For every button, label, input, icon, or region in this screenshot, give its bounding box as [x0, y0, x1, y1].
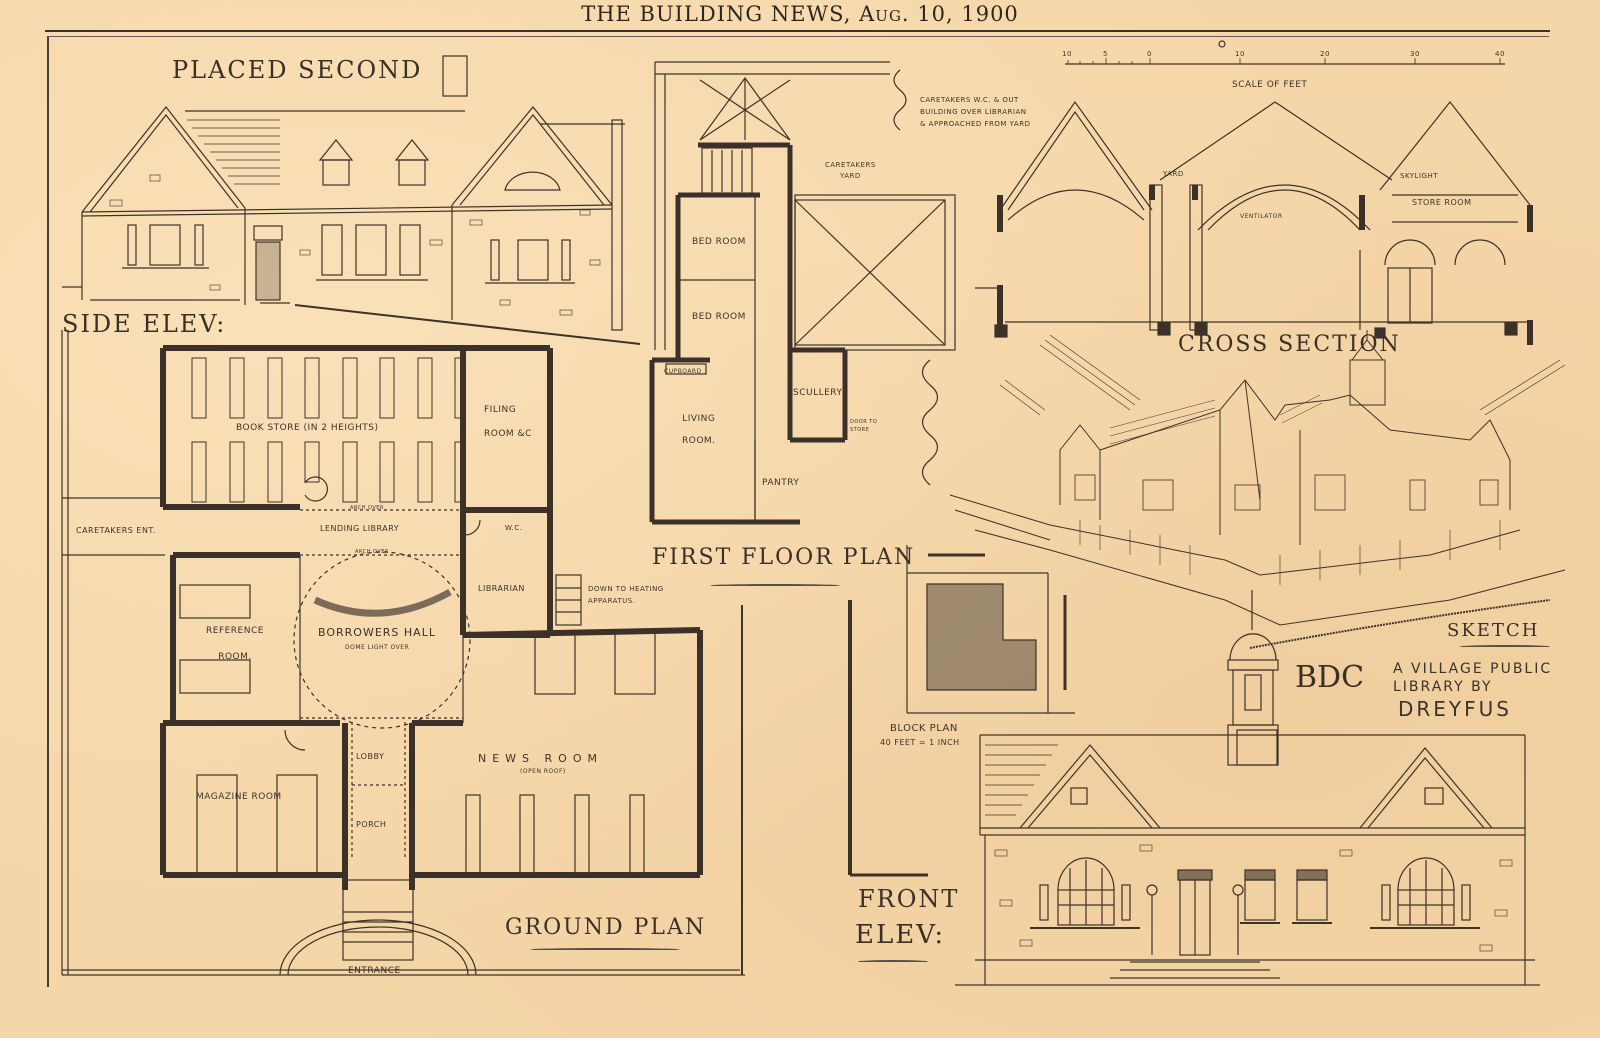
bed-room-2-label: Bed Room: [692, 312, 746, 322]
lobby-label: Lobby: [356, 752, 385, 761]
ground-plan-title: Ground Plan: [505, 915, 707, 940]
section-yard-label: Yard: [1163, 170, 1184, 178]
cross-section-title: Cross Section: [1178, 332, 1401, 357]
front-elevation-drawing: [955, 729, 1540, 986]
label-line: Room.: [218, 652, 252, 662]
filing-room-label: Filing Room &c: [484, 398, 532, 446]
label-line: Reference: [206, 626, 264, 636]
note-line: Building over Librarian: [920, 108, 1027, 116]
book-store-label: Book Store (in 2 heights): [236, 423, 379, 433]
drawing-frame: [47, 36, 1549, 987]
label-line: Caretakers: [825, 161, 876, 169]
bed-room-1-label: Bed Room: [692, 237, 746, 247]
scale-of-feet-label: Scale of feet: [1232, 80, 1308, 90]
pantry-label: Pantry: [762, 478, 800, 488]
news-room-label: News Room: [478, 752, 603, 765]
publication-name: THE BUILDING NEWS,: [581, 2, 852, 26]
section-skylight-label: Skylight: [1400, 172, 1438, 180]
arch-over-label: Arch over: [350, 505, 384, 511]
entrance-label: Entrance: [348, 966, 401, 976]
cupboard-label: Cupboard: [664, 368, 702, 375]
label-line: Filing: [484, 405, 517, 415]
down-to-heating-note: Down to heating apparatus.: [588, 583, 664, 607]
scale-tick-label: 30: [1410, 50, 1420, 58]
header-rule: [45, 30, 1550, 32]
door-to-store-label: Door to Store: [850, 418, 877, 434]
label-line: Door to: [850, 419, 878, 425]
caretakers-entrance-label: Caretakers Ent.: [76, 526, 156, 535]
scale-tick-label: 10: [1235, 50, 1245, 58]
wc-label: W.C.: [505, 524, 523, 532]
architect-name: Dreyfus: [1398, 697, 1512, 721]
front-elevation-title-line2: Elev:: [855, 920, 946, 950]
note-line: Down to heating: [588, 585, 664, 593]
porch-label: Porch: [356, 820, 387, 829]
credit-line: A Village Public: [1393, 661, 1553, 677]
magazine-room-label: Magazine Room: [196, 792, 282, 802]
section-store-room-label: Store Room: [1412, 198, 1472, 207]
note-line: apparatus.: [588, 597, 636, 605]
front-elevation-title-line1: Front: [858, 885, 960, 913]
cross-section-drawing: [975, 100, 1533, 345]
lending-library-label: Lending Library: [320, 524, 400, 533]
cupola-drawing: [1227, 590, 1279, 766]
bdc-monogram: BDC: [1295, 660, 1365, 695]
label-line: yard: [840, 172, 861, 180]
open-roof-label: (open roof): [520, 768, 566, 775]
arch-over-label: Arch over: [355, 549, 389, 555]
caretakers-yard-label: Caretakers yard: [825, 160, 876, 182]
placed-second-title: Placed Second: [172, 56, 423, 84]
credit-block: A Village Public Library by: [1393, 660, 1552, 696]
first-floor-plan-drawing: [649, 61, 956, 525]
reference-room-label: Reference Room.: [206, 618, 264, 670]
librarian-label: Librarian: [478, 584, 525, 593]
credit-line: Library by: [1393, 679, 1493, 695]
dome-light-label: Dome light over: [345, 644, 410, 651]
ground-plan-drawing: [61, 330, 745, 976]
side-elevation-drawing: [62, 55, 641, 345]
section-ventilator-label: Ventilator: [1240, 213, 1283, 220]
scale-tick-label: 40: [1495, 50, 1505, 58]
living-room-label: Living Room.: [682, 408, 716, 452]
label-line: Store: [850, 427, 870, 433]
label-line: Room.: [682, 436, 716, 446]
block-plan-title: Block Plan: [890, 723, 958, 734]
first-floor-plan-title: First Floor Plan: [652, 545, 916, 570]
label-line: Living: [682, 414, 716, 424]
block-plan-drawing: [848, 545, 1075, 877]
title-flourish: [710, 584, 840, 587]
sketch-title: Sketch: [1447, 620, 1540, 641]
caretakers-wc-note: Caretakers W.C. & Out Building over Libr…: [920, 94, 1030, 130]
publication-date: Aug. 10, 1900: [859, 2, 1019, 26]
title-flourish: [1460, 645, 1550, 648]
side-elevation-title: Side Elev:: [62, 310, 227, 338]
title-flourish: [858, 960, 928, 963]
scale-bar-drawing: [1065, 40, 1505, 65]
label-line: Room &c: [484, 429, 532, 439]
publication-header: THE BUILDING NEWS, Aug. 10, 1900: [0, 2, 1600, 26]
note-line: & approached from yard: [920, 120, 1031, 128]
scullery-label: Scullery: [793, 388, 843, 398]
scale-tick-label: 5: [1103, 50, 1108, 58]
scale-tick-label: 10: [1062, 50, 1072, 58]
scale-tick-label: 20: [1320, 50, 1330, 58]
note-line: Caretakers W.C. & Out: [920, 96, 1019, 104]
title-flourish: [530, 948, 680, 951]
perspective-sketch-drawing: [949, 330, 1566, 649]
scale-tick-label: 0: [1147, 50, 1152, 58]
borrowers-hall-label: Borrowers Hall: [318, 626, 436, 639]
block-plan-scale: 40 feet = 1 inch: [880, 738, 960, 747]
